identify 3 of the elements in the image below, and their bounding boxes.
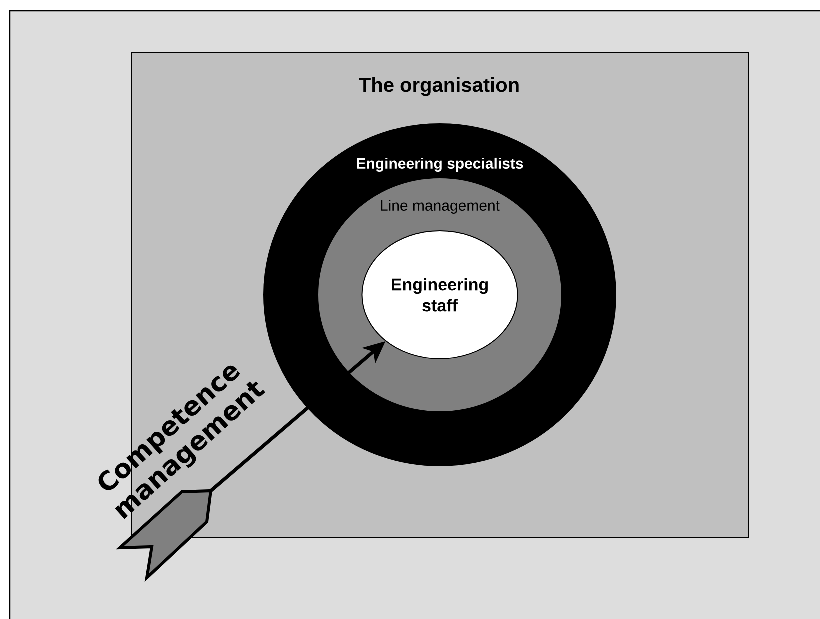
target-centre: Engineering staff	[362, 230, 518, 360]
ring-label: Line management	[381, 200, 500, 214]
ring-label: Engineering specialists	[357, 158, 524, 172]
